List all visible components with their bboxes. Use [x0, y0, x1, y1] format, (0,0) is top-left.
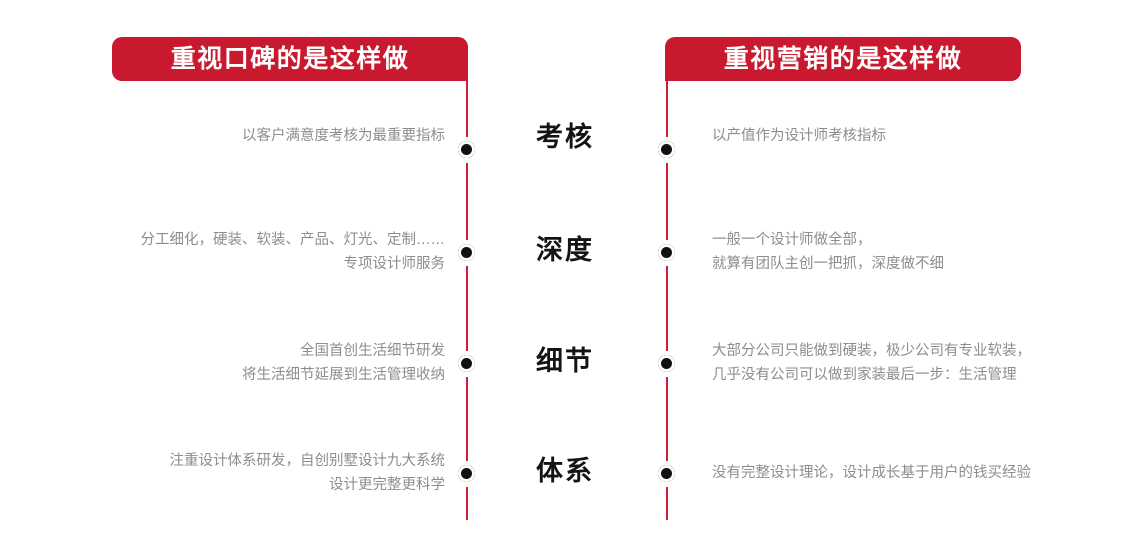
- row-2-left-line-1: 分工细化，硬装、软装、产品、灯光、定制……: [140, 232, 446, 248]
- header-banner-left-label: 重视口碑的是这样做: [170, 44, 410, 73]
- row-1-left-line-1: 以客户满意度考核为最重要指标: [242, 128, 445, 144]
- node-dot-right-row-4: [658, 465, 675, 482]
- row-3-left-line-2: 将生活细节延展到生活管理收纳: [242, 367, 445, 383]
- row-3-category: 细节: [490, 339, 640, 375]
- row-3-left-text: 全国首创生活细节研发 将生活细节延展到生活管理收纳: [40, 339, 445, 387]
- row-3-right-line-1: 大部分公司只能做到硬装，极少公司有专业软装，: [712, 343, 1031, 359]
- row-2-right-line-1: 一般一个设计师做全部，: [712, 232, 872, 248]
- row-3-category-label: 细节: [536, 346, 594, 376]
- row-1-category-label: 考核: [536, 122, 594, 152]
- node-dot-right-row-2: [658, 244, 675, 261]
- row-4-category-label: 体系: [536, 456, 594, 486]
- node-dot-left-row-2: [458, 244, 475, 261]
- header-banner-left: 重视口碑的是这样做: [112, 37, 468, 81]
- timeline-rail-right: [666, 80, 668, 520]
- row-2-category-label: 深度: [536, 235, 594, 265]
- row-3-right-text: 大部分公司只能做到硬装，极少公司有专业软装， 几乎没有公司可以做到家装最后一步：…: [712, 339, 1112, 387]
- node-dot-left-row-1: [458, 141, 475, 158]
- node-dot-right-row-3: [658, 355, 675, 372]
- row-4-category: 体系: [490, 449, 640, 485]
- row-3-left-line-1: 全国首创生活细节研发: [300, 343, 445, 359]
- node-dot-left-row-4: [458, 465, 475, 482]
- row-2-category: 深度: [490, 228, 640, 264]
- row-4-right-line-1: 没有完整设计理论，设计成长基于用户的钱买经验: [712, 465, 1031, 481]
- row-4-left-line-2: 设计更完整更科学: [329, 477, 445, 493]
- row-2-left-text: 分工细化，硬装、软装、产品、灯光、定制…… 专项设计师服务: [40, 228, 446, 276]
- node-dot-right-row-1: [658, 141, 675, 158]
- row-2-left-line-2: 专项设计师服务: [343, 256, 446, 272]
- row-1-right-text: 以产值作为设计师考核指标: [712, 124, 1112, 148]
- row-2-right-text: 一般一个设计师做全部， 就算有团队主创一把抓，深度做不细: [712, 228, 1112, 276]
- header-banner-right-label: 重视营销的是这样做: [723, 44, 963, 73]
- row-4-left-line-1: 注重设计体系研发，自创别墅设计九大系统: [169, 453, 446, 469]
- row-1-left-text: 以客户满意度考核为最重要指标: [40, 124, 445, 148]
- node-dot-left-row-3: [458, 355, 475, 372]
- timeline-rail-left: [466, 80, 468, 520]
- row-4-left-text: 注重设计体系研发，自创别墅设计九大系统 设计更完整更科学: [40, 449, 446, 497]
- row-1-category: 考核: [490, 124, 640, 151]
- row-1-right-line-1: 以产值作为设计师考核指标: [712, 128, 886, 144]
- row-3-right-line-2: 几乎没有公司可以做到家装最后一步：生活管理: [712, 367, 1017, 383]
- row-2-right-line-2: 就算有团队主创一把抓，深度做不细: [712, 256, 944, 272]
- header-banner-right: 重视营销的是这样做: [665, 37, 1021, 81]
- row-4-right-text: 没有完整设计理论，设计成长基于用户的钱买经验: [712, 449, 1112, 485]
